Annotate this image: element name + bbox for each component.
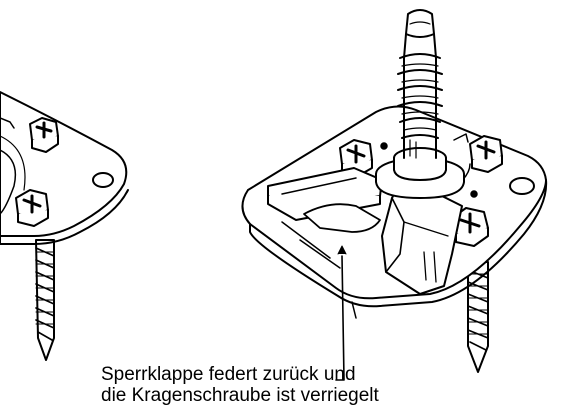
locking-flap-icon	[267, 167, 383, 233]
left-lag-screw-icon	[35, 239, 55, 361]
annotation-line-1: Sperrklappe federt zurück und	[101, 364, 356, 385]
annotation-line-2: die Kragenschraube ist verriegelt	[101, 385, 379, 406]
collar-screw-icon	[375, 9, 465, 199]
annotation-leader	[335, 245, 357, 381]
left-marking	[0, 117, 15, 129]
left-hex-nut-top-icon	[29, 117, 59, 153]
plate-markings	[380, 133, 478, 198]
right-bracket-icon	[381, 181, 463, 295]
right-assembly	[241, 9, 548, 381]
left-hex-nut-bottom-icon	[15, 189, 49, 227]
left-assembly	[0, 91, 129, 361]
annotation-text: Sperrklappe federt zurück und die Kragen…	[101, 364, 379, 406]
right-hex-nut-side-icon	[469, 135, 503, 173]
